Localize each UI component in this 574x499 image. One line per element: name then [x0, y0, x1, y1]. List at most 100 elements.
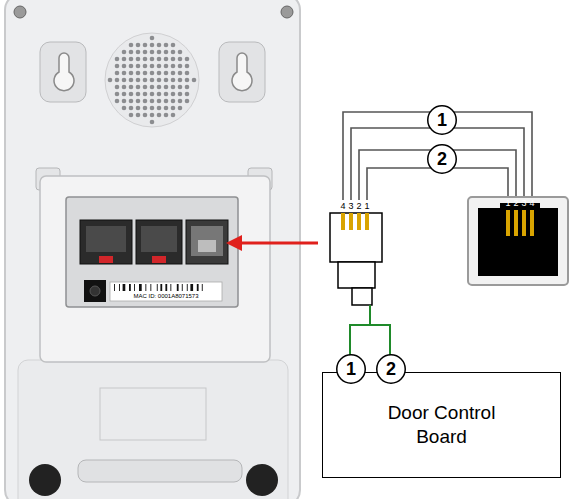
speaker-hole — [157, 57, 162, 62]
speaker-hole — [115, 71, 120, 76]
speaker-hole — [157, 92, 162, 97]
speaker-hole — [192, 78, 197, 83]
speaker-hole — [136, 64, 141, 69]
speaker-hole — [150, 78, 155, 83]
terminal-circle: 2 — [376, 354, 406, 384]
pin-number: 3 — [521, 199, 526, 208]
speaker-hole — [164, 50, 169, 55]
speaker-hole — [129, 71, 134, 76]
pin-number: 4 — [529, 199, 534, 208]
barcode-bar — [181, 284, 183, 291]
pointer-arrow-head — [226, 235, 242, 251]
board-wires — [350, 305, 390, 358]
port-inner — [191, 226, 223, 256]
callout-number: 2 — [386, 360, 396, 378]
rubber-foot — [246, 464, 278, 496]
speaker-hole — [150, 113, 155, 118]
speaker-hole — [150, 92, 155, 97]
jack-frame — [468, 197, 568, 285]
speaker-hole — [157, 50, 162, 55]
barcode-bar — [170, 284, 172, 291]
speaker-hole — [143, 106, 148, 111]
speaker-hole — [129, 43, 134, 48]
pin-number: 4 — [340, 202, 345, 211]
speaker-hole — [122, 64, 127, 69]
plug-neck — [338, 262, 375, 288]
speaker-hole — [136, 57, 141, 62]
speaker-hole — [150, 64, 155, 69]
box-text-wrap: Door Control Board — [323, 373, 560, 477]
device-lower-panel — [18, 360, 288, 499]
barcode-bar — [201, 284, 203, 291]
speaker-hole — [171, 43, 176, 48]
speaker-hole — [178, 106, 183, 111]
rubber-foot — [29, 464, 61, 496]
barcode-bar — [129, 284, 131, 291]
pin-number: 2 — [513, 199, 518, 208]
dc-jack-hole — [90, 286, 100, 296]
speaker-hole — [143, 64, 148, 69]
speaker-hole — [164, 85, 169, 90]
speaker-hole — [171, 50, 176, 55]
callout-number: 1 — [346, 360, 356, 378]
speaker-hole — [185, 78, 190, 83]
jack-pin — [530, 210, 534, 236]
speaker-hole — [150, 57, 155, 62]
speaker-hole — [178, 92, 183, 97]
speaker-hole — [150, 71, 155, 76]
speaker-hole — [185, 57, 190, 62]
speaker-hole — [150, 43, 155, 48]
wire — [351, 128, 524, 200]
pin-number: 1 — [364, 202, 369, 211]
speaker-hole — [129, 92, 134, 97]
speaker-hole — [136, 85, 141, 90]
screw — [281, 6, 293, 18]
speaker-hole — [136, 71, 141, 76]
port-latch — [152, 256, 166, 263]
speaker-hole — [143, 57, 148, 62]
speaker-hole — [122, 85, 127, 90]
rj45-port — [136, 220, 182, 264]
speaker-hole — [171, 85, 176, 90]
speaker-grill — [105, 33, 199, 127]
speaker-hole — [129, 78, 134, 83]
mount-recess — [40, 42, 86, 102]
barcode-bar — [119, 284, 121, 291]
circle-text-wrap: 1 — [427, 105, 457, 135]
speaker-hole — [122, 57, 127, 62]
barcode-bar — [186, 284, 188, 291]
speaker-hole — [136, 92, 141, 97]
wire — [369, 305, 371, 325]
speaker-hole — [178, 64, 183, 69]
speaker-hole — [108, 78, 113, 83]
speaker-hole — [143, 99, 148, 104]
plug-tail — [352, 288, 372, 305]
speaker-hole — [136, 78, 141, 83]
speaker-hole — [178, 78, 183, 83]
speaker-hole — [164, 78, 169, 83]
speaker-hole — [157, 43, 162, 48]
speaker-hole — [136, 113, 141, 118]
callout-number: 2 — [437, 150, 447, 168]
pin-wires — [343, 112, 532, 200]
speaker-hole — [164, 106, 169, 111]
plug-pin — [341, 213, 345, 230]
speaker-hole — [157, 78, 162, 83]
speaker-hole — [122, 92, 127, 97]
mount-recess — [219, 42, 265, 102]
circle-shape — [428, 145, 457, 174]
port-contacts — [198, 240, 216, 252]
speaker-hole — [185, 64, 190, 69]
speaker-hole — [150, 85, 155, 90]
speaker-hole — [164, 71, 169, 76]
plug-pin — [349, 213, 353, 230]
pointer-arrow-line — [240, 242, 318, 245]
speaker-hole — [143, 78, 148, 83]
speaker-hole — [164, 64, 169, 69]
speaker-hole — [129, 106, 134, 111]
barcode-bar — [134, 284, 136, 291]
barcode-bar — [145, 284, 147, 291]
circle-shape — [377, 355, 406, 384]
